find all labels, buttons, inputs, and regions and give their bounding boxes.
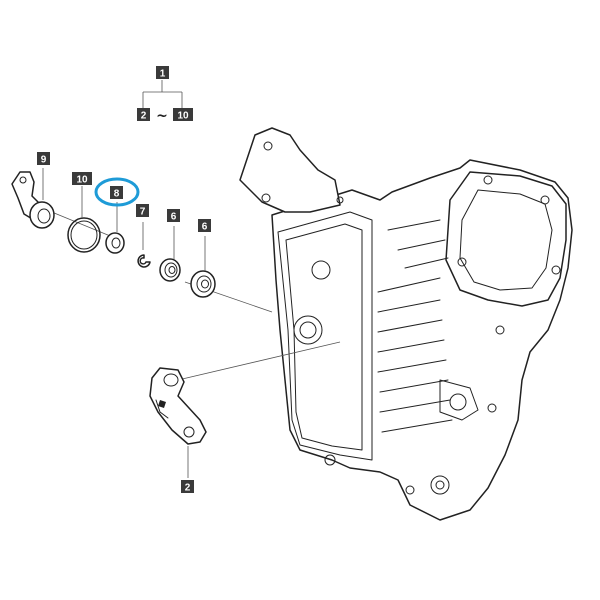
- part-6-bearing-a[interactable]: [159, 258, 181, 282]
- callout-range-end-label: 10: [177, 111, 189, 122]
- callout-6a[interactable]: 6: [167, 209, 180, 223]
- callout-10[interactable]: 10: [72, 172, 92, 186]
- callout-7-label: 7: [140, 207, 146, 218]
- callout-range-start-label: 2: [141, 111, 147, 122]
- part-6-bearing-b[interactable]: [190, 270, 216, 298]
- callout-10-label: 10: [76, 175, 88, 186]
- callout-6a-label: 6: [171, 212, 177, 223]
- part-10-o-ring[interactable]: [67, 217, 101, 253]
- leader-lever-to-housing: [177, 341, 341, 381]
- callout-9[interactable]: 9: [37, 152, 50, 166]
- part-2-shaft-lever[interactable]: [149, 367, 207, 445]
- callout-7[interactable]: 7: [136, 204, 149, 218]
- range-separator: ~: [156, 108, 168, 124]
- highlight-circle: [94, 177, 140, 207]
- callout-range-end[interactable]: 10: [173, 108, 193, 122]
- callout-1-label: 1: [160, 69, 166, 80]
- callout-6b[interactable]: 6: [198, 219, 211, 233]
- callout-range-start[interactable]: 2: [137, 108, 150, 122]
- part-8-seal[interactable]: [105, 232, 125, 254]
- callout-8-label: 8: [114, 189, 120, 200]
- assembly-range-callout: 1 2 ~ 10: [137, 66, 193, 124]
- callout-6b-label: 6: [202, 222, 208, 233]
- part-9-lever[interactable]: [11, 171, 55, 229]
- callout-8[interactable]: 8: [110, 186, 123, 200]
- callout-2[interactable]: 2: [181, 480, 194, 494]
- part-7-snap-ring[interactable]: [137, 254, 151, 268]
- callout-1[interactable]: 1: [156, 66, 169, 80]
- transmission-housing: [239, 127, 573, 521]
- callout-2-label: 2: [185, 483, 191, 494]
- callout-9-label: 9: [41, 155, 47, 166]
